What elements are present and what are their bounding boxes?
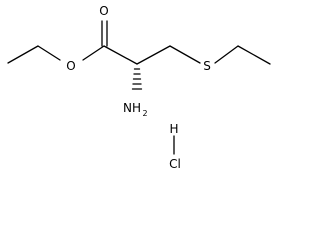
alpha-ch2-bond	[136, 45, 171, 65]
salt-hydrogen-label: H	[169, 122, 178, 136]
ethyl-ch2-bond	[37, 45, 61, 61]
chemical-structure: O O S NH 2 H Cl	[7, 4, 271, 171]
sulfur-ethyl-ch3-bond	[237, 45, 271, 65]
carbonyl-oxygen-label: O	[99, 4, 108, 18]
carbonyl-alpha-bond	[103, 45, 138, 65]
amine-nitrogen-label: NH	[123, 101, 141, 115]
ethyl-ch3-bond	[7, 45, 39, 64]
stereo-hashed-wedge-bond	[131, 68, 143, 90]
ch2-sulfur-bond	[169, 45, 201, 64]
ester-oxygen-label: O	[66, 59, 75, 73]
amine-subscript-label: 2	[142, 109, 147, 118]
ester-o-c-bond	[82, 45, 105, 61]
sulfur-ch2-bond	[214, 45, 239, 64]
sulfur-label: S	[203, 59, 211, 73]
salt-chlorine-label: Cl	[169, 157, 181, 171]
